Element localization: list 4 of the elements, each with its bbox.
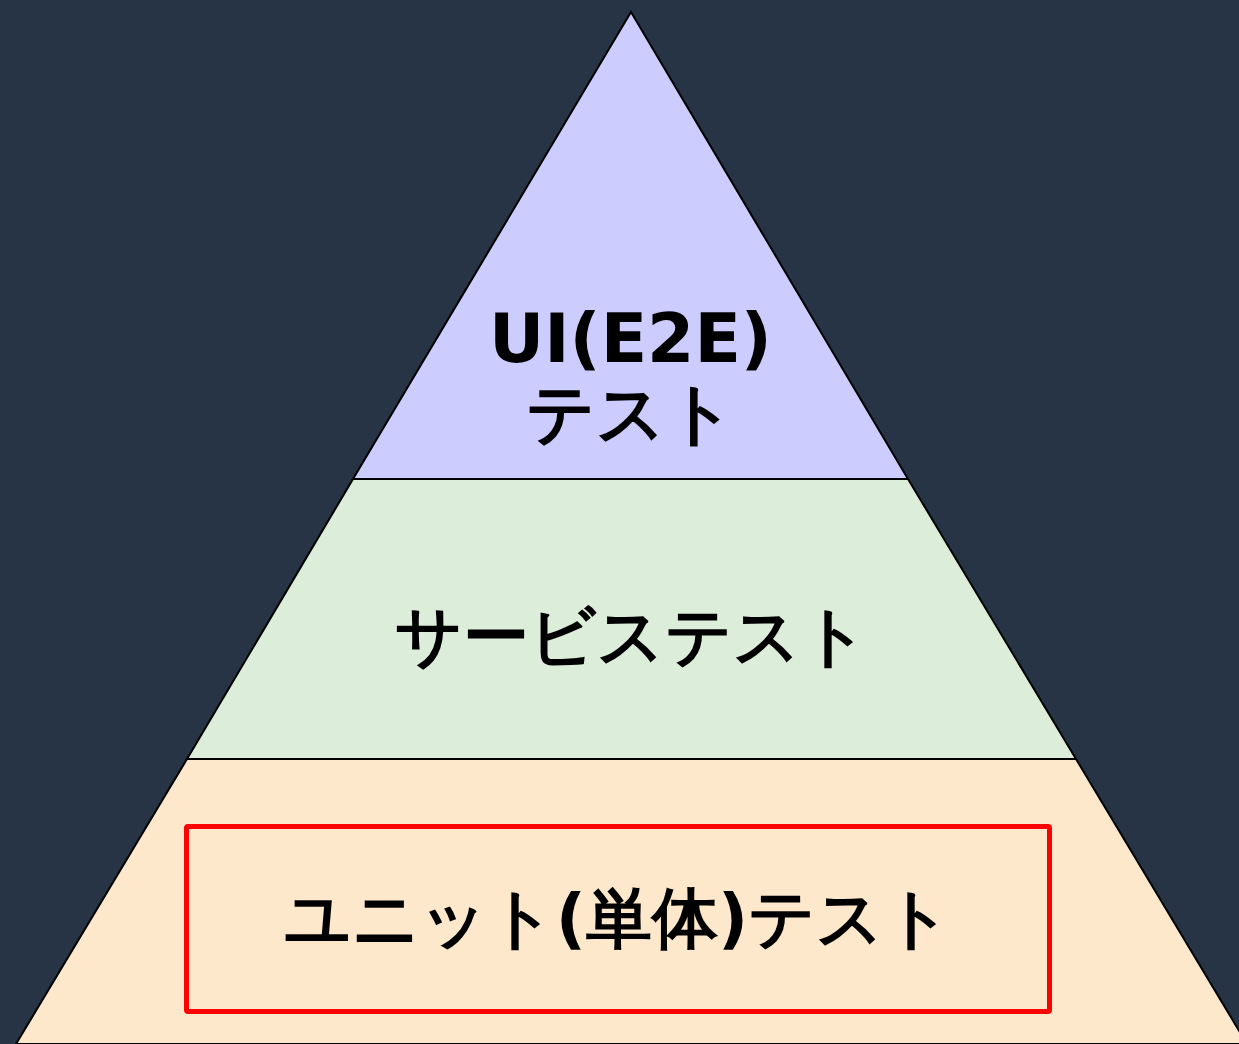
highlight-label: ユニット(単体)テスト — [282, 883, 954, 956]
highlight-box — [184, 824, 1052, 1014]
tier-label: サービステスト — [393, 601, 870, 674]
tier-label: UI(E2E)テスト — [488, 302, 773, 452]
